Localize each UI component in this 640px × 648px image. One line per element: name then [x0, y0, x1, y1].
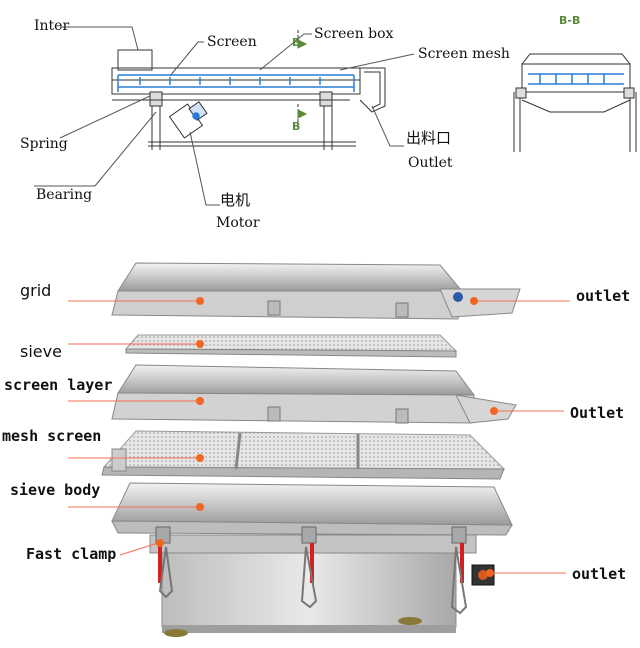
fast-clamp-2 [300, 526, 318, 609]
label-sieve: sieve [20, 342, 62, 361]
sieve-plate [124, 334, 458, 358]
side-view-drawing [34, 26, 637, 206]
spring-block-right [319, 91, 333, 107]
label-sieve-body: sieve body [10, 481, 101, 499]
label-outlet: Outlet [408, 155, 453, 171]
label-outlet-cn: 出料口 [406, 129, 452, 147]
label-motor: Motor [216, 215, 260, 231]
inlet-hopper [117, 49, 153, 71]
label-inter: Inter [34, 18, 70, 34]
label-outlet-1: outlet [576, 287, 631, 305]
fast-clamps [155, 526, 468, 615]
label-screen: Screen [207, 34, 257, 50]
section-view-drawing [513, 53, 637, 152]
mesh-screen-panel [101, 430, 506, 480]
label-bearing: Bearing [36, 187, 93, 203]
callout-lines [68, 300, 570, 574]
label-motor-cn: 电机 [220, 191, 251, 209]
label-screen-box: Screen box [314, 26, 394, 42]
label-section-b-bottom: B [292, 120, 301, 133]
spring-block-left [149, 91, 163, 107]
label-grid: grid [20, 281, 52, 300]
label-section-view: B-B [559, 14, 581, 27]
label-outlet-3: outlet [572, 565, 627, 583]
label-mesh-screen: mesh screen [2, 427, 102, 445]
screen-box-frame [111, 67, 361, 95]
exploded-machine-illustration [68, 262, 570, 637]
label-fast-clamp: Fast clamp [26, 545, 117, 563]
outlet-chute [359, 67, 386, 113]
label-outlet-2: Outlet [570, 404, 625, 422]
fast-clamp-3 [450, 526, 468, 615]
label-screen-mesh: Screen mesh [418, 46, 510, 62]
label-section-b-top: B [292, 36, 301, 49]
grid-tray [111, 262, 521, 320]
screen-layer-tray [111, 364, 517, 424]
label-spring: Spring [20, 136, 68, 152]
label-screen-layer: screen layer [4, 376, 113, 394]
callout-dots [156, 297, 498, 577]
